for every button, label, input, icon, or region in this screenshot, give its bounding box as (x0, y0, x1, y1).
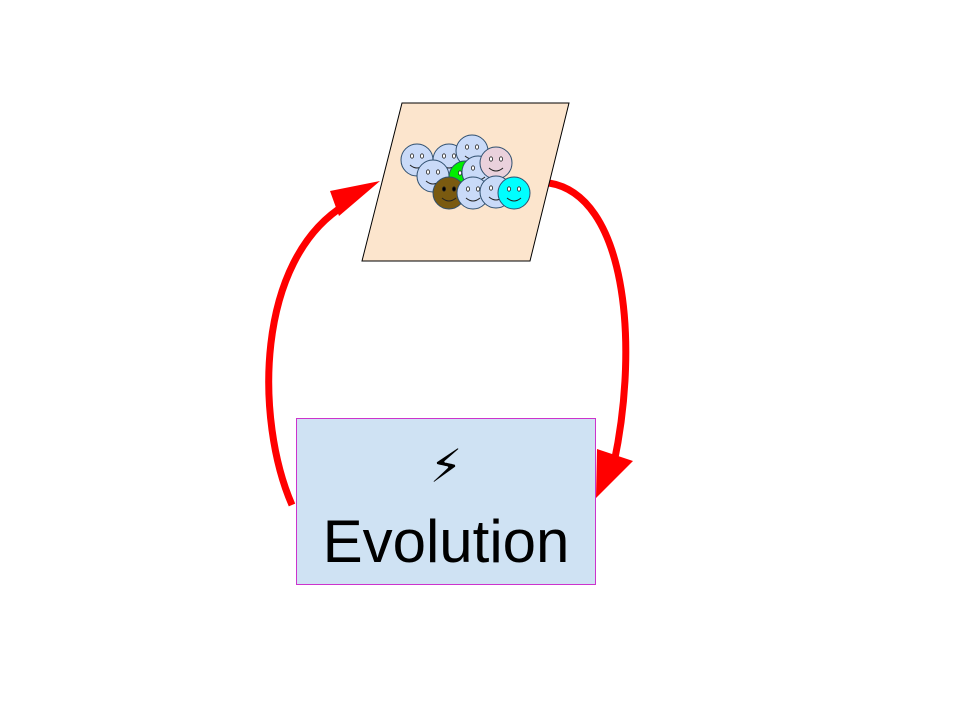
arrow-left-curve (265, 202, 347, 507)
population-faces (400, 134, 531, 210)
evolution-box: ⚡ Evolution (296, 418, 596, 585)
lightning-icon: ⚡ (429, 439, 463, 493)
arrow-left-head (330, 181, 380, 216)
evolution-label: Evolution (322, 508, 570, 575)
arrow-right-curve (548, 179, 630, 464)
smiley-face-pink (479, 146, 513, 180)
smiley-face-cyan (497, 176, 531, 210)
arrow-right-head (596, 449, 633, 498)
